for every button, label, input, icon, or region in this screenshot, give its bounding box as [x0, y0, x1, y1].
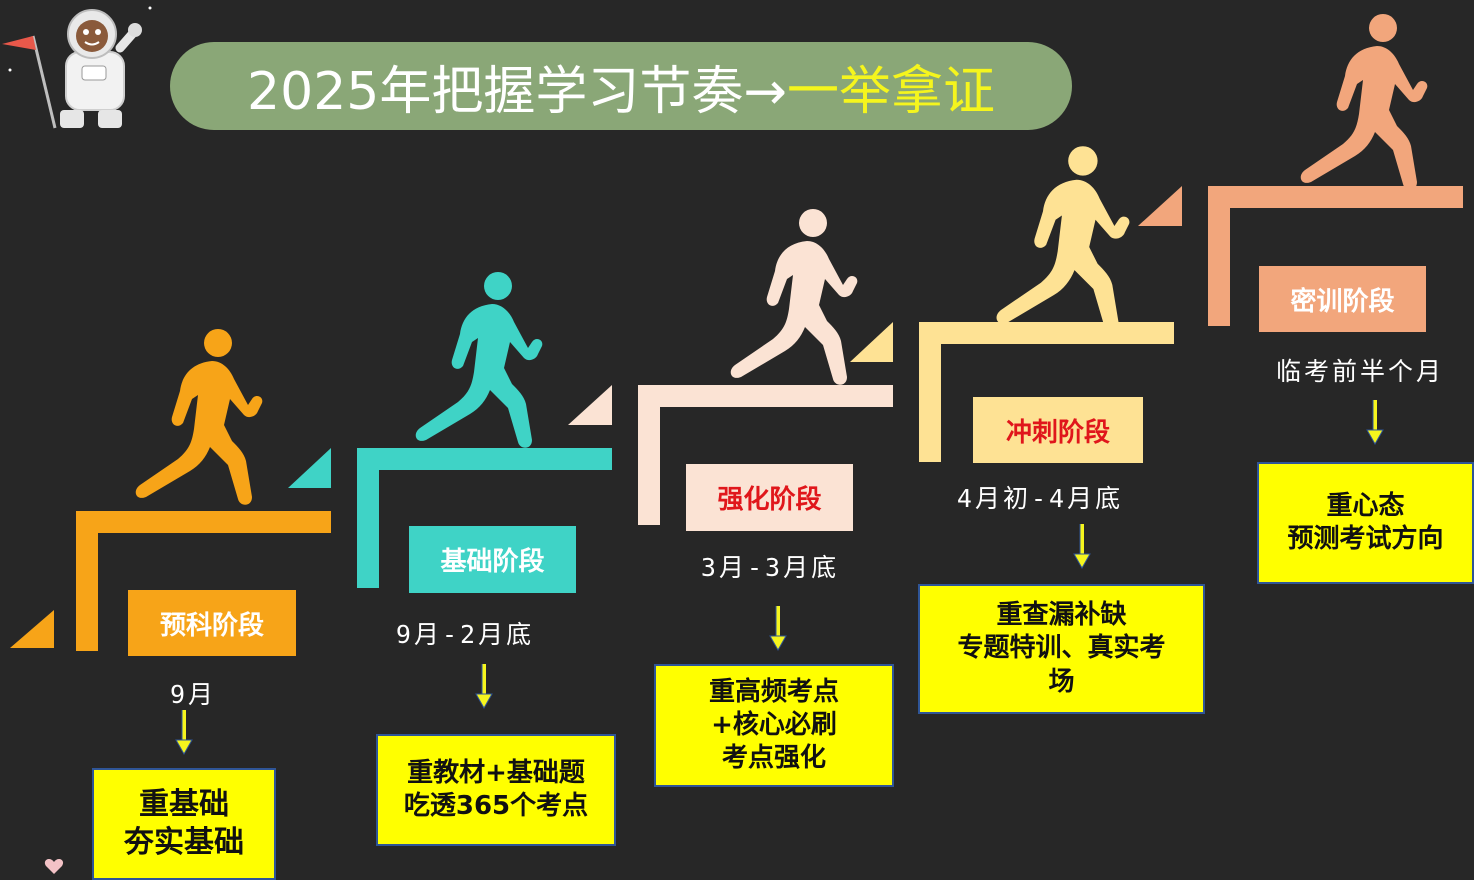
- stage-label-strengthen: 强化阶段: [686, 464, 853, 531]
- stage-date-intensive: 临考前半个月: [1275, 357, 1444, 386]
- arrow-down-icon-strengthen: [769, 606, 787, 652]
- stage-label-intensive: 密训阶段: [1259, 266, 1426, 332]
- title-main: 2025年把握学习节奏→: [247, 61, 787, 122]
- astronaut-flag-icon: [2, 6, 152, 129]
- stage-date-sprint: 4月初-4月底: [956, 484, 1124, 513]
- title-banner: 2025年把握学习节奏→一举拿证: [170, 42, 1072, 130]
- runner-icon-sprint: [996, 146, 1130, 331]
- arrow-down-icon-prep: [175, 710, 193, 756]
- runner-icon-prep: [135, 328, 263, 505]
- heart-icon: [44, 859, 64, 874]
- runner-icon-intensive: [1300, 13, 1428, 190]
- stair-triangle-prep: [10, 610, 54, 648]
- stair-step-strengthen: [638, 385, 893, 525]
- stage-desc-sprint: 重查漏补缺专题特训、真实考场: [918, 584, 1205, 714]
- stage-desc-prep: 重基础夯实基础: [92, 768, 276, 880]
- runner-icon-strengthen: [730, 208, 858, 385]
- stage-label-prep: 预科阶段: [128, 590, 296, 656]
- title-accent: 一举拿证: [786, 61, 995, 122]
- stair-triangle-strengthen: [568, 385, 612, 425]
- stair-step-sprint: [919, 322, 1174, 462]
- stair-step-prep: [76, 511, 331, 651]
- stage-label-basic: 基础阶段: [409, 526, 576, 593]
- arrow-down-icon-sprint: [1073, 524, 1091, 570]
- stage-desc-strengthen: 重高频考点+核心必刷考点强化: [654, 664, 894, 787]
- stair-triangle-basic: [288, 448, 331, 488]
- stair-step-basic: [357, 448, 612, 588]
- runner-icon-basic: [415, 271, 543, 448]
- arrow-down-icon-intensive: [1366, 400, 1384, 446]
- stage-label-sprint: 冲刺阶段: [973, 397, 1143, 463]
- stage-date-prep: 9月: [169, 680, 217, 709]
- stage-date-basic: 9月-2月底: [395, 620, 535, 649]
- stair-triangle-intensive: [1138, 186, 1182, 226]
- stage-desc-intensive: 重心态预测考试方向: [1257, 462, 1474, 584]
- stair-step-intensive: [1208, 186, 1463, 326]
- stage-desc-basic: 重教材+基础题吃透365个考点: [376, 734, 616, 846]
- arrow-down-icon-basic: [475, 664, 493, 710]
- stage-date-strengthen: 3月-3月底: [700, 553, 840, 582]
- stair-triangle-sprint: [850, 322, 893, 362]
